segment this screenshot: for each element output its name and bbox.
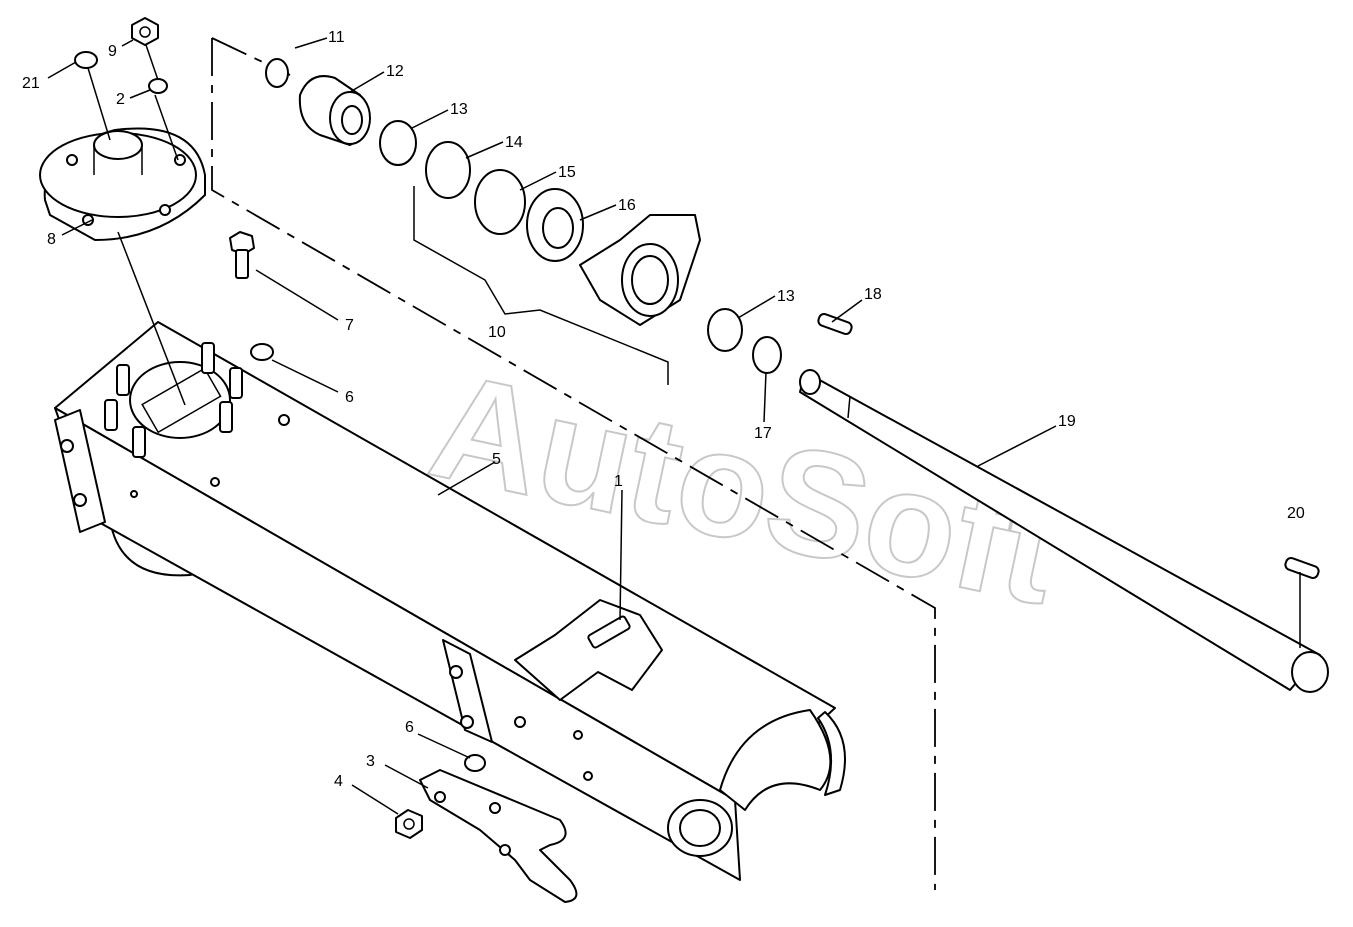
callout-4: 4 (334, 773, 343, 790)
callout-11: 11 (328, 29, 345, 46)
callout-21: 21 (22, 75, 40, 92)
hub (39, 127, 206, 241)
callout-20: 20 (1287, 505, 1305, 522)
callouts: 1 2 3 4 5 6 6 7 8 9 10 11 12 13 13 14 15… (22, 29, 1305, 790)
bearing-block (579, 214, 701, 326)
shim-13-bottom (707, 308, 743, 352)
callout-1: 1 (614, 473, 623, 490)
bracket-3 (419, 769, 578, 903)
callout-18: 18 (864, 286, 882, 303)
studs (104, 342, 243, 458)
pinion-gear-12 (298, 75, 371, 146)
callout-15: 15 (558, 164, 576, 181)
main-housing (54, 321, 846, 881)
callout-13b: 13 (777, 288, 795, 305)
bolt-7 (229, 231, 255, 279)
callout-3: 3 (366, 753, 375, 770)
key-18 (817, 312, 853, 336)
snap-ring-14 (425, 141, 471, 199)
o-ring-11 (265, 58, 289, 88)
leader-lines (47, 37, 1301, 815)
o-ring-21 (74, 51, 98, 69)
callout-9: 9 (108, 43, 117, 60)
callout-17: 17 (754, 425, 772, 442)
nut-4 (395, 809, 423, 839)
shim-13-top (379, 120, 417, 166)
callout-14: 14 (505, 134, 523, 151)
key-20 (1284, 556, 1320, 580)
callout-12: 12 (386, 63, 404, 80)
callout-19: 19 (1058, 413, 1076, 430)
washer-2 (148, 78, 168, 94)
bearing-16 (526, 188, 584, 262)
lock-washer-6-bottom (464, 754, 486, 772)
callout-6b: 6 (405, 719, 414, 736)
group-bracket-10 (413, 186, 669, 385)
callout-8: 8 (47, 231, 56, 248)
callout-7: 7 (345, 317, 354, 334)
callout-13a: 13 (450, 101, 468, 118)
callout-5: 5 (492, 451, 501, 468)
shaft-19 (799, 369, 1329, 693)
callout-2: 2 (116, 91, 125, 108)
callout-16: 16 (618, 197, 636, 214)
ring-15 (474, 169, 526, 235)
nut-9 (131, 17, 159, 46)
lock-washer-6-top (250, 343, 274, 361)
callout-6a: 6 (345, 389, 354, 406)
callout-10: 10 (488, 324, 506, 341)
snap-ring-17 (752, 336, 782, 374)
